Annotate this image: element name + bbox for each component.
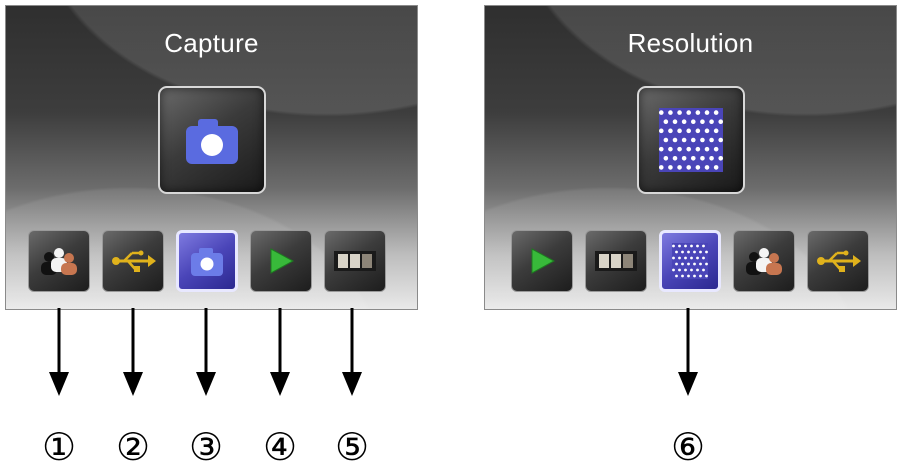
film-icon xyxy=(595,251,637,271)
callout-marker-5: ⑤ xyxy=(334,425,370,469)
menu-film[interactable] xyxy=(585,230,647,292)
resolution-dots-icon xyxy=(672,243,708,279)
usb-icon xyxy=(817,250,861,272)
arrow-down-icon xyxy=(196,308,216,396)
menu-people[interactable] xyxy=(28,230,90,292)
menu-usb[interactable] xyxy=(807,230,869,292)
menu-film[interactable] xyxy=(324,230,386,292)
arrow-down-icon xyxy=(342,308,362,396)
screen-title: Resolution xyxy=(627,28,754,58)
menu-usb[interactable] xyxy=(102,230,164,292)
usb-icon xyxy=(112,250,156,272)
people-icon xyxy=(41,248,77,275)
callout-marker-3: ③ xyxy=(188,425,224,469)
arrow-down-icon xyxy=(270,308,290,396)
resolution-main-icon[interactable] xyxy=(637,86,745,194)
people-icon xyxy=(746,248,782,275)
resolution-dots-icon xyxy=(658,108,724,172)
menu-capture[interactable] xyxy=(176,230,238,292)
menu-play[interactable] xyxy=(250,230,312,292)
menu-play[interactable] xyxy=(511,230,573,292)
capture-main-icon[interactable] xyxy=(158,86,266,194)
capture-screen: Capture xyxy=(5,5,418,310)
arrow-down-icon xyxy=(123,308,143,396)
play-icon xyxy=(531,248,556,274)
arrow-down-icon xyxy=(678,308,698,396)
film-icon xyxy=(334,251,376,271)
menu-resolution[interactable] xyxy=(659,230,721,292)
menu-people[interactable] xyxy=(733,230,795,292)
callout-marker-1: ① xyxy=(41,425,77,469)
camera-icon xyxy=(191,248,223,276)
callout-marker-2: ② xyxy=(115,425,151,469)
play-icon xyxy=(270,248,295,274)
callout-marker-4: ④ xyxy=(262,425,298,469)
callout-marker-6: ⑥ xyxy=(670,425,706,469)
arrow-down-icon xyxy=(49,308,69,396)
resolution-screen: Resolution xyxy=(484,5,897,310)
screen-title: Capture xyxy=(164,28,259,58)
camera-icon xyxy=(186,119,238,164)
